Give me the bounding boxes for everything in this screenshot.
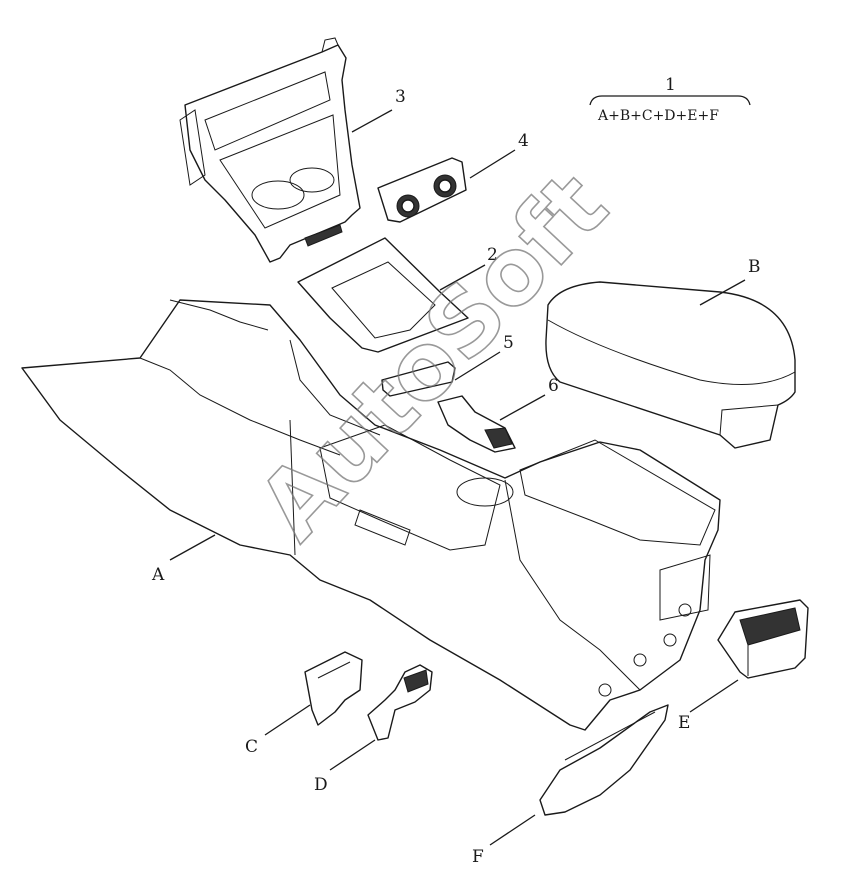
callout-D: D (314, 775, 328, 795)
part-E-socket (717, 599, 809, 679)
callout-labels: 3 4 2 5 6 A B C D E F 1 A+B+C+D+E+F (151, 75, 761, 867)
leader-6 (499, 394, 546, 421)
leader-A (169, 534, 216, 561)
leader-3 (351, 109, 393, 133)
part-2-trim-plate (297, 237, 469, 353)
leader-D (329, 739, 376, 771)
callout-3: 3 (395, 87, 406, 107)
assembly-formula: A+B+C+D+E+F (597, 108, 719, 124)
part-D-bracket (367, 664, 433, 741)
part-F-lower-trim (539, 704, 669, 816)
part-3-bezel (179, 37, 361, 263)
part-6-bracket (437, 395, 516, 453)
callout-6: 6 (548, 376, 559, 396)
callout-B: B (748, 257, 761, 277)
leader-5 (454, 351, 501, 381)
callout-A: A (151, 565, 165, 585)
part-C-bracket (304, 651, 363, 726)
assembly-number: 1 (665, 75, 676, 95)
callout-E: E (678, 713, 690, 733)
callout-F: F (472, 847, 484, 867)
part-4-switch-panel (377, 157, 467, 223)
callout-5: 5 (503, 333, 514, 353)
callout-C: C (245, 737, 258, 757)
leader-4 (469, 149, 516, 179)
leader-B (699, 279, 746, 306)
assembly-bracket (589, 95, 751, 106)
leader-lines (169, 95, 751, 846)
leader-C (264, 704, 311, 736)
leader-2 (439, 264, 486, 291)
part-B-armrest (545, 281, 796, 449)
callout-2: 2 (487, 245, 498, 265)
part-5-strip (381, 361, 456, 397)
part-A-console (21, 299, 721, 731)
callout-4: 4 (518, 131, 529, 151)
leader-E (689, 679, 739, 713)
leader-F (489, 814, 536, 846)
